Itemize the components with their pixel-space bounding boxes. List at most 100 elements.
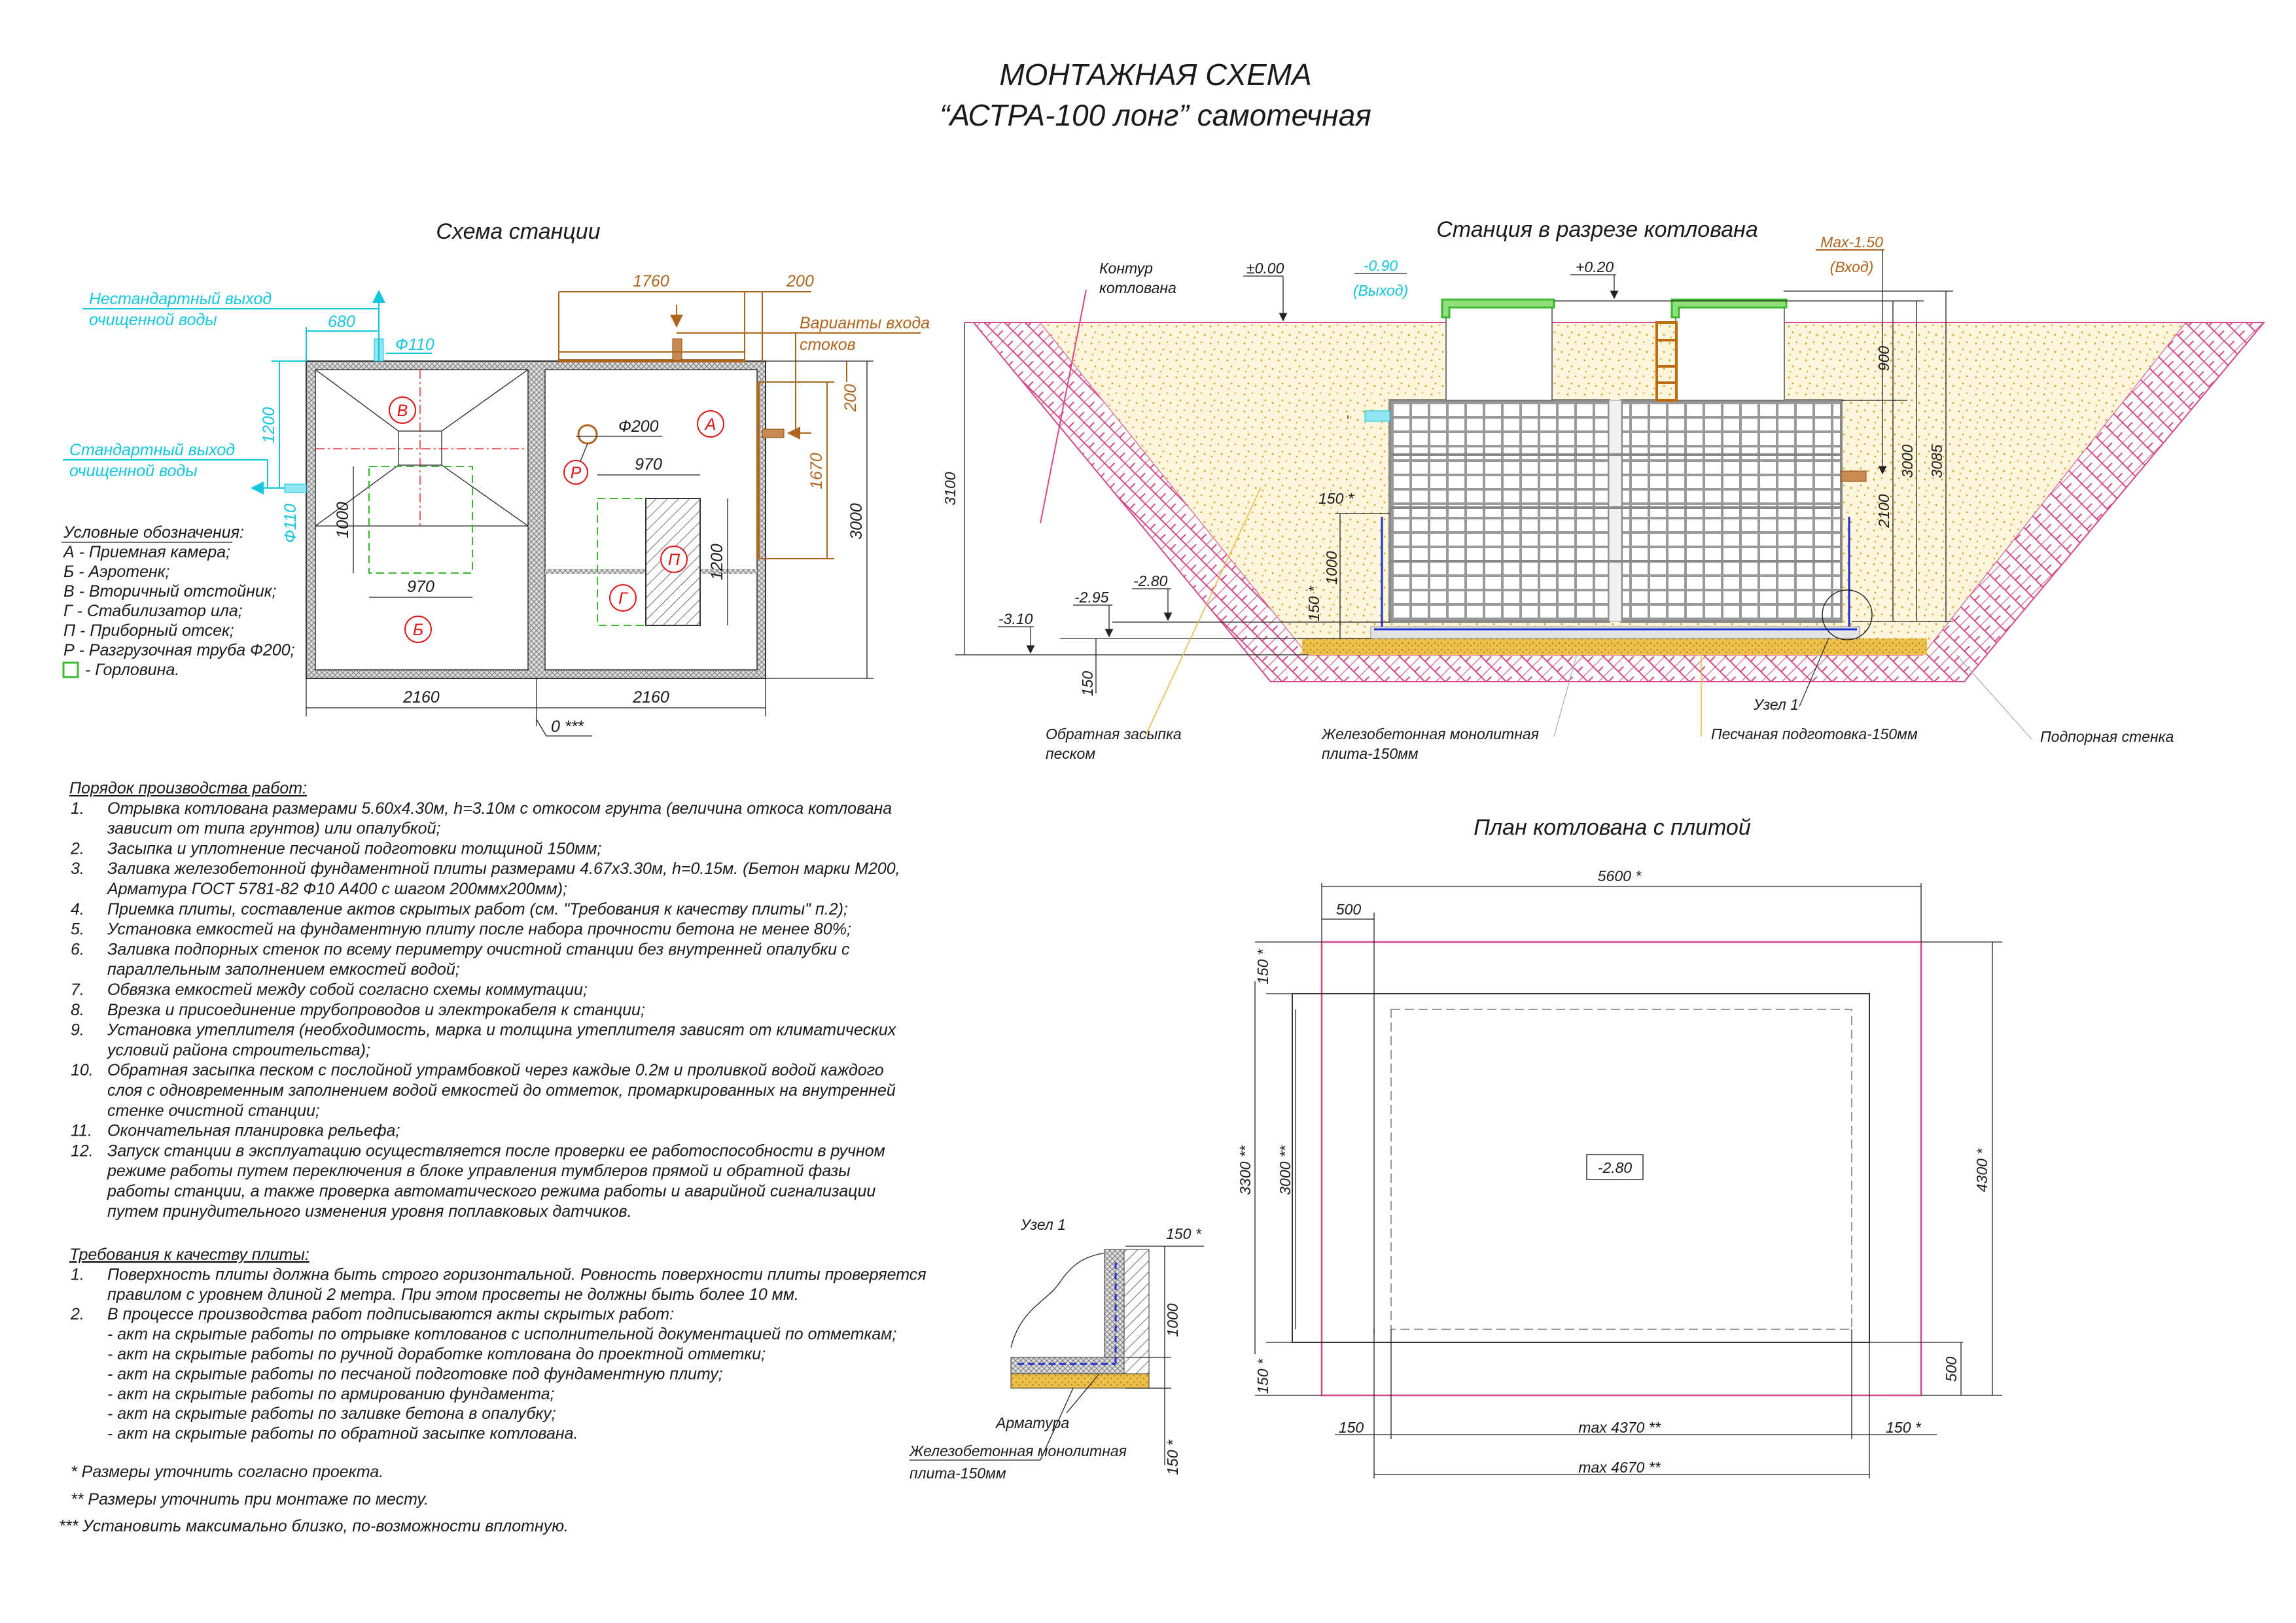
- list-item-number: 4.: [71, 900, 84, 918]
- nonstandard-outlet-label-1: Нестандартный выход: [89, 290, 272, 308]
- list-item-number: 9.: [71, 1021, 84, 1039]
- phi110-side: Ф110: [281, 504, 300, 543]
- list-item-number: 8.: [71, 1001, 84, 1019]
- station-scheme: Схема станции 1000 970 970 1200 Ф200 В Б…: [62, 219, 930, 737]
- list-item-text: зависит от типа грунтов) или опалубкой;: [107, 820, 440, 838]
- list-item-number: 7.: [71, 981, 84, 999]
- marker-r: Р: [563, 460, 588, 485]
- list-item-number: 12.: [71, 1142, 94, 1160]
- list-item-text: Приемка плиты, составление актов скрытых…: [107, 900, 848, 918]
- marker-b: Б: [404, 616, 432, 643]
- neck-2: [1675, 304, 1785, 401]
- svg-text:Р: Р: [571, 464, 582, 482]
- legend: Условные обозначения: А - Приемная камер…: [62, 523, 295, 679]
- callout-backfill-2: песком: [1046, 745, 1095, 762]
- level-m310: -3.10: [998, 610, 1033, 627]
- plan-dim-150-left: 150: [1339, 1419, 1364, 1436]
- pit-contour-label-2: котлована: [1099, 279, 1176, 296]
- inlet-variants: [558, 291, 921, 559]
- plan-dim-150-bottom: 150 *: [1254, 1358, 1271, 1394]
- outlet-pipe: [1364, 410, 1390, 422]
- dim-3000: 3000: [847, 503, 866, 540]
- plan-dim-500-right: 500: [1943, 1357, 1960, 1382]
- dim-2160-right: 2160: [632, 688, 669, 707]
- inlet-variants-label-2: стоков: [800, 336, 856, 354]
- list-item-text: Засыпка и уплотнение песчаной подготовки…: [107, 839, 601, 858]
- dim-2160-left: 2160: [402, 688, 440, 707]
- callout-node-1: Узел 1: [1753, 696, 1799, 713]
- level-inlet: Max-1.50: [1820, 234, 1883, 251]
- plan-dim-150-top: 150 *: [1254, 949, 1271, 985]
- legend-item: Р - Разгрузочная труба Ф200;: [63, 641, 295, 659]
- callout-backfill-1: Обратная засыпка: [1046, 725, 1182, 742]
- list-item-number: 6.: [71, 940, 84, 958]
- plan-dim-3300: 3300 **: [1237, 1145, 1254, 1195]
- dim-3000-section: 3000: [1899, 444, 1916, 478]
- list-item-number: 10.: [71, 1061, 94, 1079]
- list-item-number: 2.: [70, 839, 84, 858]
- dim-150-sand: 150: [1079, 671, 1096, 697]
- manhole-b: [368, 466, 473, 574]
- tank-2: [1620, 399, 1843, 623]
- svg-text:В: В: [397, 402, 408, 420]
- list-item-text: слоя с одновременным заполнением водой е…: [107, 1081, 896, 1100]
- marker-g: Г: [609, 584, 637, 612]
- legend-item: П - Приборный отсек;: [63, 621, 234, 640]
- dim-1000-section: 1000: [1323, 551, 1340, 584]
- slab-requirements: Требования к качеству плиты:1.Поверхност…: [69, 1246, 927, 1443]
- manhole-cover-2: [1670, 298, 1788, 319]
- pit-plan: План котлована с плитой -2.80: [1254, 815, 2002, 1478]
- list-item-text: Врезка и присоединение трубопроводов и э…: [107, 1001, 645, 1019]
- footnote: *** Установить максимально близко, по-во…: [59, 1517, 569, 1535]
- list-item-text: правилом с уровнем длиной 2 метра. При э…: [107, 1285, 799, 1304]
- node-slab-2: плита-150мм: [910, 1465, 1006, 1482]
- plan-dim-500-top: 500: [1336, 901, 1362, 918]
- list-item-number: 2.: [70, 1305, 84, 1323]
- svg-text:А: А: [704, 415, 716, 434]
- level-outlet: -0.90: [1364, 257, 1398, 274]
- callout-slab-1: Железобетонная монолитная: [1321, 725, 1539, 742]
- phi200-label: Ф200: [618, 417, 659, 436]
- pit-outline: [1320, 941, 1922, 1397]
- slab-outline: [1292, 993, 1870, 1343]
- node-dim-150-top: 150 *: [1166, 1225, 1202, 1242]
- list-item-text: Арматура ГОСТ 5781-82 Ф10 А400 с шагом 2…: [106, 880, 567, 898]
- dim-1200-cyan: 1200: [260, 407, 278, 444]
- plan-heading: План котлована с плитой: [1474, 815, 1751, 840]
- sand-bed: [1302, 638, 1927, 655]
- level-box: [1586, 1154, 1644, 1180]
- marker-v: В: [389, 396, 416, 424]
- legend-item: А - Приемная камера;: [62, 543, 230, 561]
- list-item-text: - акт на скрытые работы по армированию ф…: [107, 1385, 555, 1403]
- inlet-pipe-side: [762, 428, 785, 438]
- dim-150-lower: 150 *: [1305, 585, 1322, 621]
- dim-200-side: 200: [841, 384, 860, 412]
- legend-item: В - Вторичный отстойник;: [63, 582, 277, 601]
- marker-p: П: [660, 546, 688, 573]
- standard-outlet-pipe: [284, 483, 307, 493]
- list-item-number: 1.: [71, 799, 84, 818]
- node-dim-150-bottom: 150 *: [1164, 1439, 1181, 1475]
- list-item-text: В процессе производства работ подписываю…: [107, 1305, 674, 1323]
- legend-item: Г - Стабилизатор ила;: [63, 602, 243, 620]
- list-item-text: - акт на скрытые работы по песчаной подг…: [107, 1365, 723, 1383]
- plan-dim-3000: 3000 **: [1277, 1145, 1294, 1195]
- list-item-text: Установка утеплителя (необходимость, мар…: [107, 1021, 897, 1039]
- list-item-text: - акт на скрытые работы по обратной засы…: [107, 1425, 578, 1443]
- work-procedure: Порядок производства работ:1.Отрывка кот…: [69, 779, 900, 1221]
- list-item-text: Поверхность плиты должна быть строго гор…: [107, 1265, 927, 1283]
- footnotes: * Размеры уточнить согласно проекта. ** …: [59, 1463, 569, 1535]
- list-item-text: - акт на скрытые работы по отрывке котло…: [107, 1325, 896, 1344]
- list-item-number: 11.: [71, 1122, 92, 1140]
- requirements-title: Требования к качеству плиты:: [69, 1246, 309, 1264]
- dim-150-upper: 150 *: [1318, 490, 1354, 507]
- inlet-variants-label-1: Варианты входа: [800, 314, 930, 332]
- node-title: Узел 1: [1020, 1216, 1066, 1233]
- level-zero: ±0.00: [1246, 260, 1284, 277]
- inlet-pipe-top: [672, 338, 682, 361]
- pit-contour-label-1: Контур: [1099, 260, 1153, 277]
- node-1-detail: [910, 1246, 1204, 1465]
- node-rebar: Арматура: [995, 1414, 1069, 1431]
- title-line-1: МОНТАЖНАЯ СХЕМА: [999, 58, 1311, 92]
